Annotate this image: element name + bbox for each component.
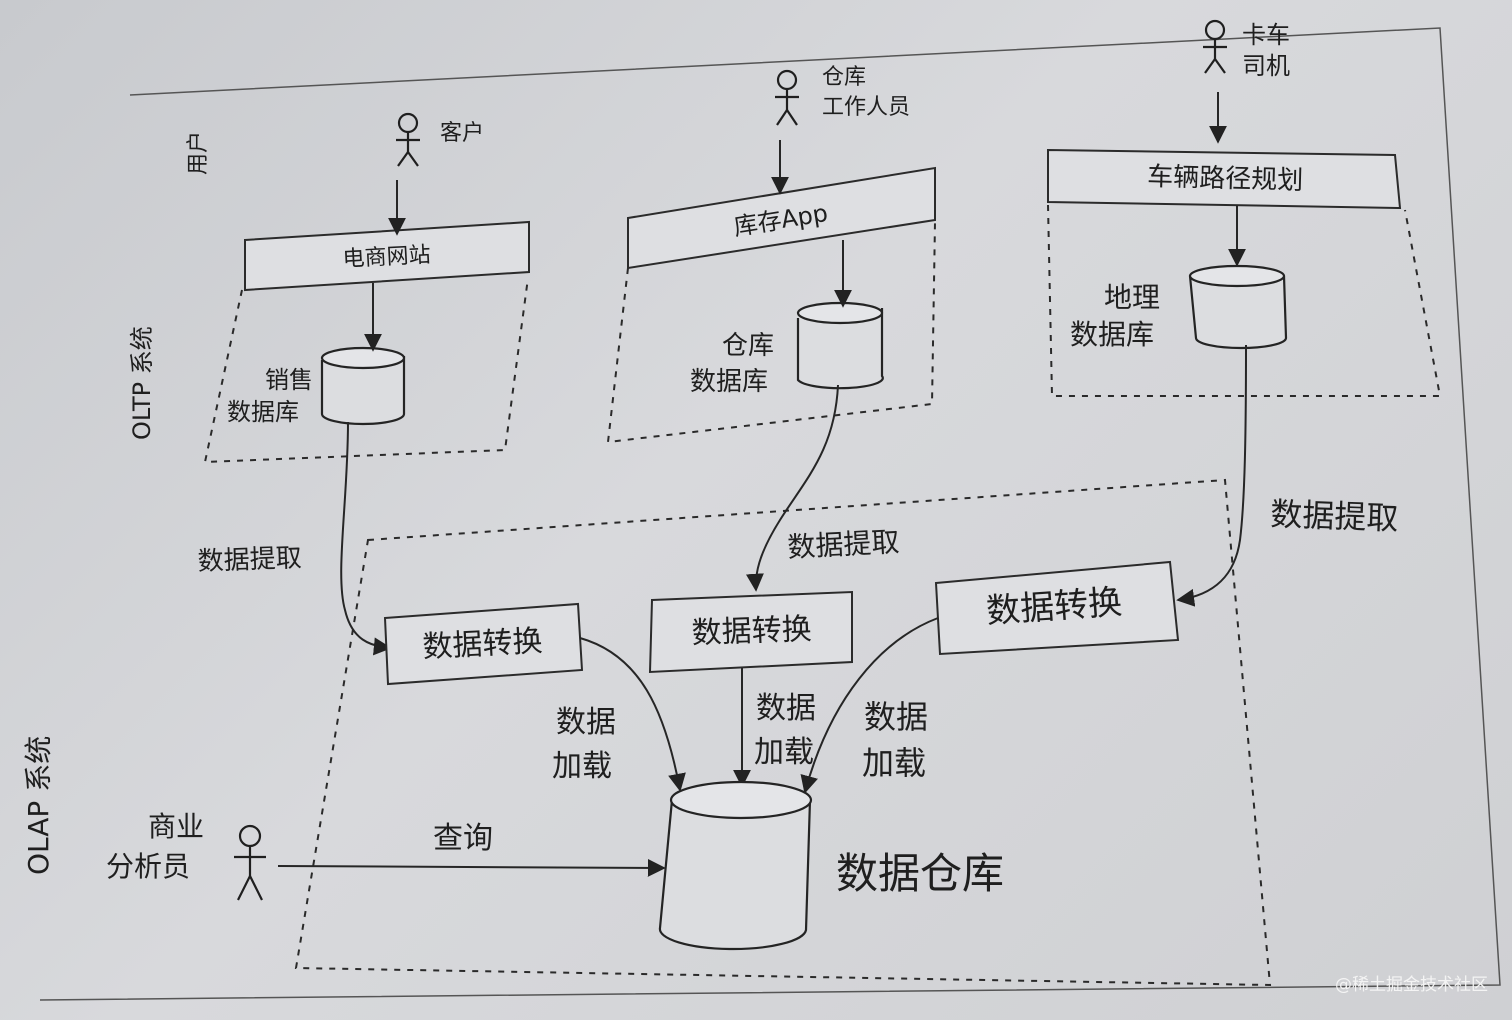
- layer-label-olap: OLAP 系统: [22, 736, 55, 875]
- transform-label-3: 数据转换: [985, 582, 1123, 631]
- oltp-boundary-geo: [1047, 204, 1442, 397]
- warehouse-staff-icon: [775, 69, 799, 126]
- warehouse-extract-label: 数据提取: [787, 525, 901, 564]
- sales-database-icon: [320, 346, 406, 426]
- watermark-text: @稀土掘金技术社区: [1335, 975, 1488, 995]
- transform-label-1: 数据转换: [422, 624, 544, 665]
- warehouse-staff-label-2: 工作人员: [822, 95, 910, 120]
- ecommerce-app-label: 电商网站: [342, 243, 431, 273]
- transform-label-2: 数据转换: [691, 612, 812, 651]
- warehouse-staff-label-1: 仓库: [822, 65, 866, 90]
- data-warehouse-icon: [658, 780, 813, 951]
- sales-db-label-1: 销售: [265, 366, 313, 394]
- truck-driver-label-2: 司机: [1242, 52, 1290, 80]
- geo-db-label-2: 数据库: [1070, 318, 1154, 351]
- query-arrow: [277, 858, 666, 877]
- olap-boundary: [294, 478, 1272, 987]
- warehouse-db-label-1: 仓库: [722, 331, 774, 361]
- transform-box-2: 数据转换: [648, 590, 853, 674]
- load-label-2a: 数据: [756, 691, 816, 726]
- sales-extract-arrow: [340, 421, 392, 656]
- layer-label-users: 用户: [186, 131, 211, 175]
- load-label-3a: 数据: [864, 698, 928, 736]
- geo-extract-label: 数据提取: [1270, 495, 1399, 537]
- truck-driver-icon: [1203, 19, 1227, 74]
- oltp-boundary-warehouse: [606, 221, 936, 444]
- load-arrow-1: [579, 637, 686, 792]
- routing-app-label: 车辆路径规划: [1147, 162, 1304, 196]
- business-analyst-label-2: 分析员: [106, 850, 190, 883]
- transform-box-3: 数据转换: [934, 560, 1180, 656]
- page-border: [39, 27, 1501, 1001]
- truck-driver-label-1: 卡车: [1242, 21, 1290, 49]
- transform-box-1: 数据转换: [383, 602, 584, 686]
- layer-label-oltp: OLTP 系统: [128, 326, 156, 440]
- customer-icon: [396, 112, 420, 167]
- load-label-2b: 加载: [754, 735, 814, 770]
- load-label-3b: 加载: [862, 744, 926, 782]
- warehouse-db-label-2: 数据库: [690, 367, 768, 397]
- load-label-1a: 数据: [556, 705, 616, 740]
- oltp-boundary-sales: [203, 277, 529, 464]
- sales-extract-label: 数据提取: [197, 543, 302, 577]
- geo-db-label-1: 地理: [1104, 281, 1160, 314]
- business-analyst-label-1: 商业: [148, 810, 204, 843]
- routing-app-box: 车辆路径规划: [1047, 148, 1402, 210]
- warehouse-extract-arrow: [745, 384, 839, 592]
- ecommerce-app-box: 电商网站: [244, 220, 530, 292]
- sales-db-label-2: 数据库: [227, 398, 299, 426]
- load-arrow-3: [800, 617, 939, 794]
- inventory-app-box: 库存App: [627, 166, 936, 270]
- load-label-1b: 加载: [552, 749, 612, 784]
- geo-extract-arrow: [1176, 344, 1247, 607]
- warehouse-database-icon: [796, 301, 884, 390]
- data-warehouse-label: 数据仓库: [836, 849, 1004, 898]
- business-analyst-icon: [234, 824, 266, 901]
- geo-database-icon: [1188, 264, 1288, 350]
- query-label: 查询: [433, 821, 493, 856]
- customer-label: 客户: [440, 121, 484, 146]
